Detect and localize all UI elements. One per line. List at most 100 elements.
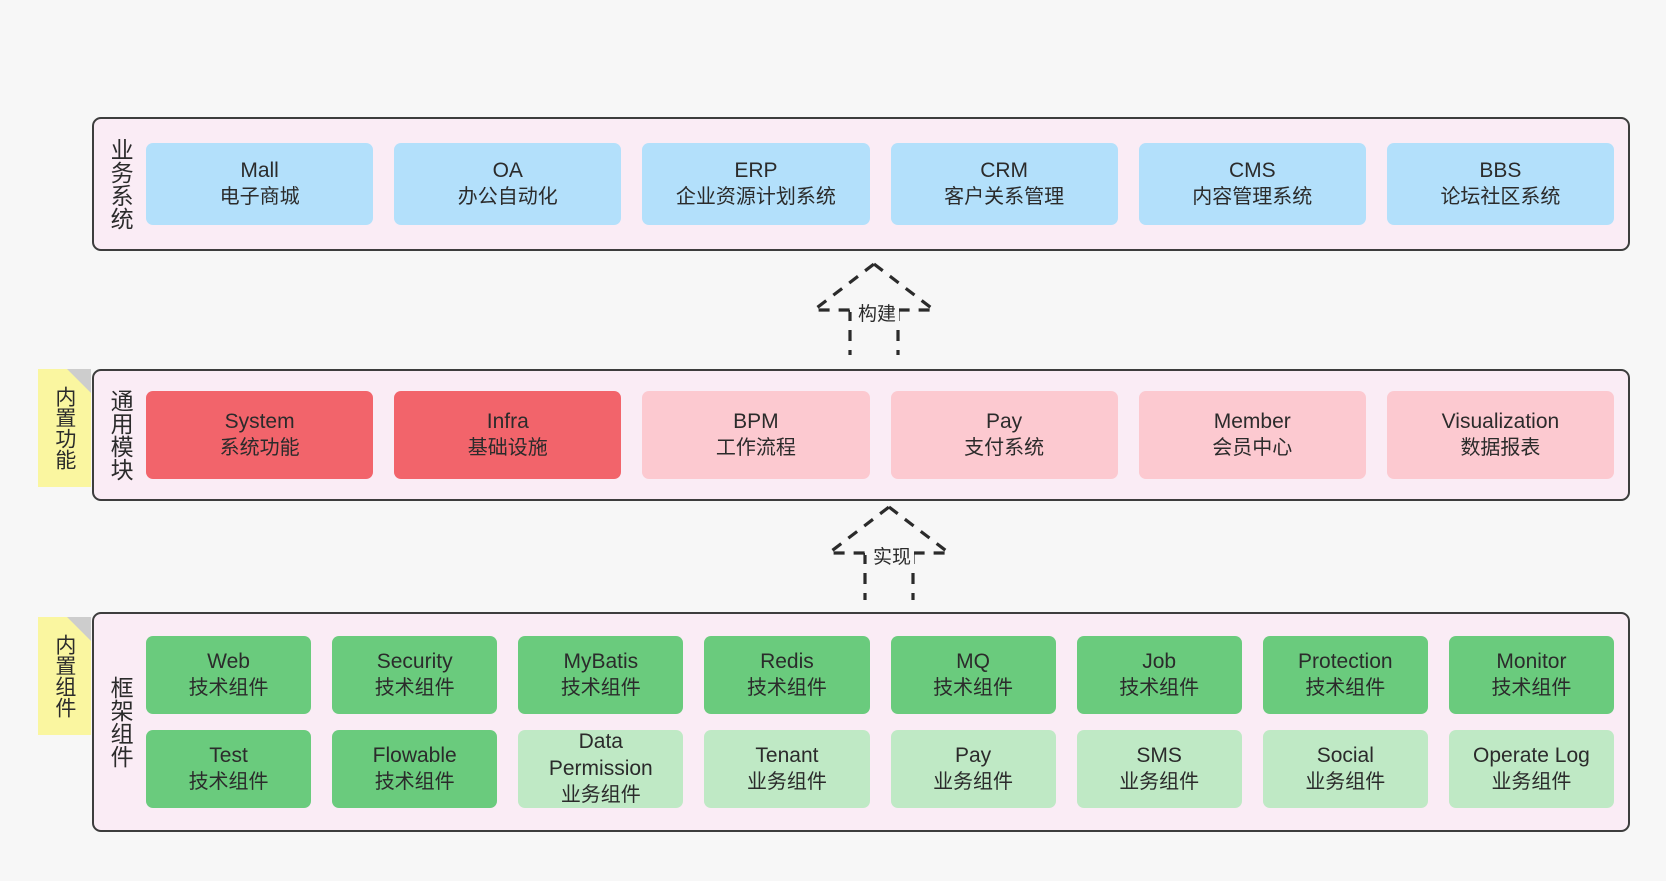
node-social[interactable]: Social 业务组件 <box>1262 730 1428 808</box>
layer-business-system: 业务系统 Mall 电子商城 OA 办公自动化 ERP 企业资源计划系统 CRM… <box>92 117 1630 251</box>
business-system-node-row: Mall 电子商城 OA 办公自动化 ERP 企业资源计划系统 CRM 客户关系… <box>146 143 1615 225</box>
node-infra-name: Infra <box>486 409 529 433</box>
node-mall[interactable]: Mall 电子商城 <box>146 143 374 225</box>
node-redis-desc: 技术组件 <box>746 676 827 699</box>
node-crm-name: CRM <box>980 158 1029 182</box>
node-mybatis[interactable]: MyBatis 技术组件 <box>518 636 684 714</box>
node-erp-desc: 企业资源计划系统 <box>675 185 836 208</box>
node-redis[interactable]: Redis 技术组件 <box>704 636 870 714</box>
node-mybatis-name: MyBatis <box>563 649 639 673</box>
node-monitor[interactable]: Monitor 技术组件 <box>1448 636 1614 714</box>
node-job[interactable]: Job 技术组件 <box>1076 636 1242 714</box>
node-flowable-desc: 技术组件 <box>374 770 455 793</box>
node-tenant[interactable]: Tenant 业务组件 <box>704 730 870 808</box>
node-mall-desc: 电子商城 <box>219 185 300 208</box>
node-oa-name: OA <box>492 158 523 182</box>
node-redis-name: Redis <box>760 649 814 673</box>
node-member[interactable]: Member 会员中心 <box>1138 391 1366 479</box>
node-erp-name: ERP <box>734 158 778 182</box>
common-module-node-row: System 系统功能 Infra 基础设施 BPM 工作流程 Pay 支付系统… <box>146 391 1615 479</box>
node-member-desc: 会员中心 <box>1212 436 1293 459</box>
node-sms-desc: 业务组件 <box>1119 770 1200 793</box>
note-builtin-component-text: 内置组件 <box>52 634 76 718</box>
node-member-name: Member <box>1213 409 1291 433</box>
node-mq[interactable]: MQ 技术组件 <box>890 636 1056 714</box>
node-infra[interactable]: Infra 基础设施 <box>394 391 622 479</box>
node-pay-module[interactable]: Pay 支付系统 <box>890 391 1118 479</box>
node-operate-log-desc: 业务组件 <box>1491 770 1572 793</box>
node-pay-module-desc: 支付系统 <box>964 436 1045 459</box>
node-erp[interactable]: ERP 企业资源计划系统 <box>642 143 870 225</box>
node-test-desc: 技术组件 <box>188 770 269 793</box>
node-cms[interactable]: CMS 内容管理系统 <box>1138 143 1366 225</box>
node-visualization-name: Visualization <box>1441 409 1560 433</box>
node-security-name: Security <box>376 649 453 673</box>
node-protection-desc: 技术组件 <box>1305 676 1386 699</box>
node-system-desc: 系统功能 <box>219 436 300 459</box>
node-mq-desc: 技术组件 <box>933 676 1014 699</box>
note-builtin-function: 内置功能 <box>38 369 91 487</box>
node-bpm-desc: 工作流程 <box>715 436 796 459</box>
node-data-permission[interactable]: Data Permission 业务组件 <box>518 730 684 808</box>
layer-common-module: 通用模块 System 系统功能 Infra 基础设施 BPM 工作流程 Pay… <box>92 369 1630 501</box>
node-sms[interactable]: SMS 业务组件 <box>1076 730 1242 808</box>
node-monitor-desc: 技术组件 <box>1491 676 1572 699</box>
node-visualization[interactable]: Visualization 数据报表 <box>1386 391 1615 479</box>
node-bpm-name: BPM <box>733 409 779 433</box>
note-builtin-component: 内置组件 <box>38 617 91 735</box>
node-pay-component-name: Pay <box>954 743 992 767</box>
node-test[interactable]: Test 技术组件 <box>146 730 312 808</box>
node-oa-desc: 办公自动化 <box>457 185 558 208</box>
node-data-permission-desc: 业务组件 <box>560 784 641 807</box>
node-mall-name: Mall <box>240 158 279 182</box>
arrow-build-label: 构建 <box>855 299 900 326</box>
node-visualization-desc: 数据报表 <box>1460 436 1541 459</box>
node-bpm[interactable]: BPM 工作流程 <box>642 391 870 479</box>
node-flowable[interactable]: Flowable 技术组件 <box>332 730 498 808</box>
layer-common-module-title: 通用模块 <box>107 389 134 481</box>
note-builtin-function-text: 内置功能 <box>52 386 76 470</box>
node-security[interactable]: Security 技术组件 <box>332 636 498 714</box>
layer-framework-component: 框架组件 Web 技术组件 Security 技术组件 MyBatis 技术组件 <box>92 612 1630 832</box>
node-operate-log-name: Operate Log <box>1473 743 1590 767</box>
node-test-name: Test <box>209 743 248 767</box>
arrow-implement: 实现 <box>815 504 975 600</box>
node-security-desc: 技术组件 <box>374 676 455 699</box>
node-mybatis-desc: 技术组件 <box>560 676 641 699</box>
node-social-name: Social <box>1316 743 1374 767</box>
node-pay-component-desc: 业务组件 <box>933 770 1014 793</box>
node-job-desc: 技术组件 <box>1119 676 1200 699</box>
node-oa[interactable]: OA 办公自动化 <box>394 143 622 225</box>
layer-framework-component-body: Web 技术组件 Security 技术组件 MyBatis 技术组件 Redi… <box>146 614 1628 830</box>
layer-business-system-body: Mall 电子商城 OA 办公自动化 ERP 企业资源计划系统 CRM 客户关系… <box>146 119 1628 249</box>
framework-component-rows: Web 技术组件 Security 技术组件 MyBatis 技术组件 Redi… <box>146 636 1614 808</box>
node-social-desc: 业务组件 <box>1305 770 1386 793</box>
node-system-name: System <box>224 409 295 433</box>
node-flowable-name: Flowable <box>372 743 457 767</box>
node-bbs[interactable]: BBS 论坛社区系统 <box>1386 143 1615 225</box>
node-crm[interactable]: CRM 客户关系管理 <box>890 143 1118 225</box>
node-operate-log[interactable]: Operate Log 业务组件 <box>1448 730 1614 808</box>
node-protection[interactable]: Protection 技术组件 <box>1262 636 1428 714</box>
node-sms-name: SMS <box>1136 743 1182 767</box>
node-bbs-desc: 论坛社区系统 <box>1440 185 1561 208</box>
node-web[interactable]: Web 技术组件 <box>146 636 312 714</box>
layer-business-system-title: 业务系统 <box>107 138 134 230</box>
node-web-name: Web <box>207 649 250 673</box>
node-job-name: Job <box>1142 649 1177 673</box>
node-infra-desc: 基础设施 <box>467 436 548 459</box>
node-web-desc: 技术组件 <box>188 676 269 699</box>
arrow-build: 构建 <box>800 261 960 355</box>
node-system[interactable]: System 系统功能 <box>146 391 374 479</box>
node-bbs-name: BBS <box>1479 158 1522 182</box>
node-tenant-desc: 业务组件 <box>746 770 827 793</box>
framework-biz-row: Test 技术组件 Flowable 技术组件 Data Permission … <box>146 730 1614 808</box>
node-pay-component[interactable]: Pay 业务组件 <box>890 730 1056 808</box>
arrow-implement-label: 实现 <box>870 542 915 569</box>
layer-framework-component-title: 框架组件 <box>107 676 134 768</box>
node-data-permission-name: Data Permission <box>548 730 653 781</box>
layer-common-module-body: System 系统功能 Infra 基础设施 BPM 工作流程 Pay 支付系统… <box>146 371 1628 499</box>
node-monitor-name: Monitor <box>1496 649 1567 673</box>
node-cms-name: CMS <box>1228 158 1276 182</box>
